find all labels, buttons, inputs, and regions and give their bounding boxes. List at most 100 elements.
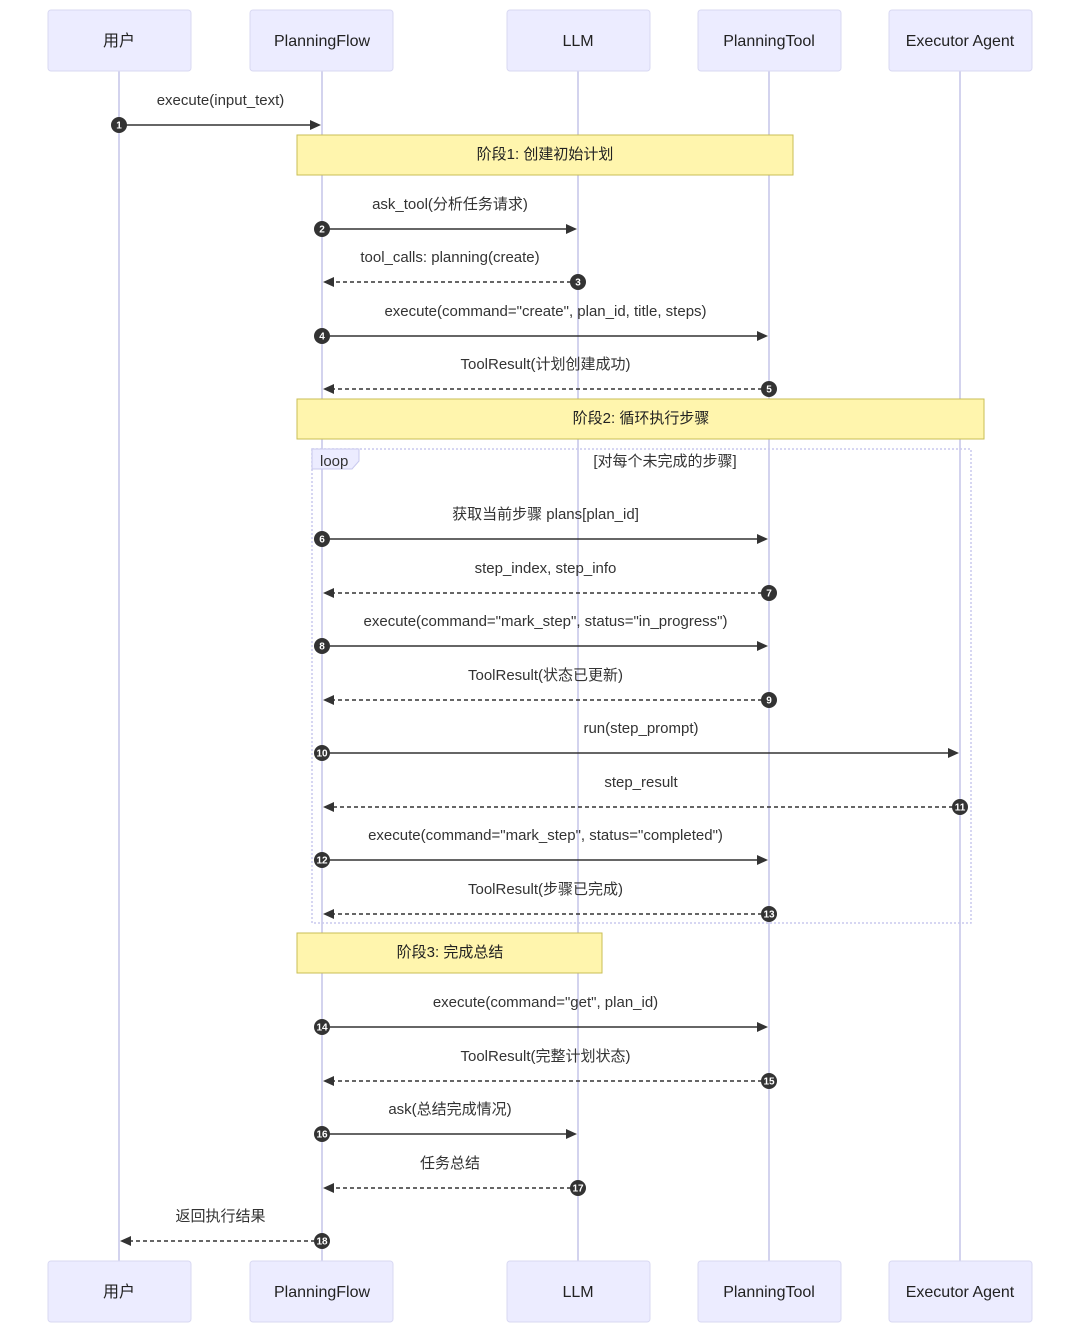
sequence-number-badge [570, 274, 586, 290]
actor-top-user: 用户 [47, 9, 192, 72]
sequence-number-badge [314, 1233, 330, 1249]
actor-bottom-executor-agent: Executor Agent [888, 1260, 1033, 1323]
sequence-number: 9 [766, 696, 772, 707]
arrow-head [323, 1183, 334, 1193]
message-label: step_index, step_info [475, 560, 617, 577]
sequence-number: 18 [316, 1237, 328, 1248]
sequence-number-badge [314, 745, 330, 761]
actor-label: LLM [562, 1284, 593, 1301]
sequence-number-badge [761, 1073, 777, 1089]
sequence-number: 4 [319, 332, 325, 343]
sequence-number-badge [314, 1019, 330, 1035]
actor-label: PlanningFlow [274, 33, 371, 50]
actor-label: Executor Agent [906, 1284, 1015, 1301]
arrow-head [120, 1236, 131, 1246]
actor-bottom-planningflow: PlanningFlow [249, 1260, 394, 1323]
sequence-number: 12 [316, 856, 328, 867]
arrow-head [757, 331, 768, 341]
actor-top-planningtool: PlanningTool [697, 9, 842, 72]
sequence-number: 7 [766, 589, 772, 600]
message-label: step_result [604, 774, 678, 791]
message-label: ToolResult(状态已更新) [468, 667, 623, 684]
note-phase-3: 阶段3: 完成总结 [296, 932, 603, 974]
message-3: 3 tool_calls: planning(create) [323, 249, 586, 290]
arrow-head [323, 695, 334, 705]
note-phase-1: 阶段1: 创建初始计划 [296, 134, 794, 176]
sequence-number-badge [570, 1180, 586, 1196]
sequence-number: 8 [319, 642, 325, 653]
arrow-head [948, 748, 959, 758]
message-label: tool_calls: planning(create) [360, 249, 539, 266]
sequence-number: 6 [319, 535, 325, 546]
loop-condition: [对每个未完成的步骤] [593, 453, 736, 470]
message-12: 12 execute(command="mark_step", status="c… [314, 827, 768, 868]
actor-top-llm: LLM [506, 9, 651, 72]
message-label: 返回执行结果 [175, 1208, 265, 1225]
sequence-number-badge [314, 221, 330, 237]
message-label: 任务总结 [420, 1155, 480, 1172]
arrow-head [310, 120, 321, 130]
arrow-head [757, 1022, 768, 1032]
loop-frame: loop [对每个未完成的步骤] [311, 448, 972, 924]
sequence-number: 13 [763, 910, 775, 921]
message-label: 获取当前步骤 plans[plan_id] [452, 506, 639, 523]
message-2: 2 ask_tool(分析任务请求) [314, 196, 577, 237]
message-15: 15 ToolResult(完整计划状态) [323, 1048, 777, 1089]
sequence-number-badge [314, 638, 330, 654]
actor-bottom-user: 用户 [47, 1260, 192, 1323]
sequence-number-badge [761, 585, 777, 601]
actor-label: PlanningFlow [274, 1284, 371, 1301]
sequence-number: 10 [316, 749, 328, 760]
message-label: ToolResult(完整计划状态) [460, 1048, 630, 1065]
sequence-number-badge [314, 328, 330, 344]
message-label: execute(input_text) [157, 92, 285, 109]
message-8: 8 execute(command="mark_step", status="in… [314, 613, 768, 654]
actor-label: LLM [562, 33, 593, 50]
actor-top-executor-agent: Executor Agent [888, 9, 1033, 72]
note-phase-2: 阶段2: 循环执行步骤 [296, 398, 985, 440]
sequence-number-badge [761, 381, 777, 397]
message-label: ToolResult(步骤已完成) [468, 881, 623, 898]
message-label: execute(command="mark_step", status="com… [368, 827, 723, 844]
message-16: 16 ask(总结完成情况) [314, 1101, 577, 1142]
note-label: 阶段3: 完成总结 [397, 944, 504, 961]
arrow-head [757, 641, 768, 651]
actor-label: PlanningTool [723, 1284, 815, 1301]
actor-top-planningflow: PlanningFlow [249, 9, 394, 72]
message-label: ask_tool(分析任务请求) [372, 196, 528, 213]
message-9: 9 ToolResult(状态已更新) [323, 667, 777, 708]
message-label: ask(总结完成情况) [388, 1101, 511, 1118]
arrow-head [323, 909, 334, 919]
sequence-number-badge [314, 852, 330, 868]
sequence-number: 3 [575, 278, 581, 289]
note-label: 阶段2: 循环执行步骤 [573, 410, 710, 427]
actor-label: 用户 [103, 32, 135, 50]
arrow-head [323, 1076, 334, 1086]
sequence-number-badge [952, 799, 968, 815]
message-11: 11 step_result [323, 774, 968, 815]
sequence-number-badge [761, 906, 777, 922]
sequence-number: 5 [766, 385, 772, 396]
arrow-head [757, 534, 768, 544]
loop-tab [311, 448, 360, 470]
message-6: 6 获取当前步骤 plans[plan_id] [314, 506, 768, 547]
sequence-number: 16 [316, 1130, 328, 1141]
sequence-number-badge [761, 692, 777, 708]
message-label: execute(command="mark_step", status="in_… [364, 613, 728, 630]
sequence-number: 2 [319, 225, 325, 236]
message-label: ToolResult(计划创建成功) [460, 356, 630, 373]
actor-label: PlanningTool [723, 33, 815, 50]
arrow-head [323, 588, 334, 598]
sequence-number-badge [111, 117, 127, 133]
sequence-number: 11 [955, 803, 966, 814]
arrow-head [757, 855, 768, 865]
sequence-number-badge [314, 531, 330, 547]
message-13: 13 ToolResult(步骤已完成) [323, 881, 777, 922]
sequence-number: 15 [763, 1077, 775, 1088]
